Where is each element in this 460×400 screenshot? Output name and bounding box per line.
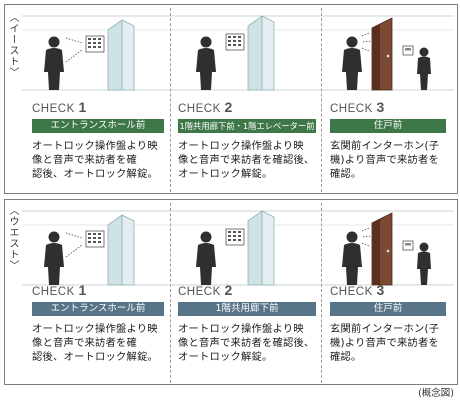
person-icon xyxy=(342,36,362,90)
divider xyxy=(321,203,322,383)
step-title-bar: 住戸前 xyxy=(330,119,446,133)
check-heading: CHECK 1 xyxy=(32,282,87,298)
step-title-bar: エントランスホール前 xyxy=(32,302,164,316)
control-panel-icon xyxy=(85,230,105,248)
divider xyxy=(170,8,171,192)
control-panel-icon xyxy=(85,35,105,53)
east-illustration xyxy=(22,15,454,91)
glass-door-icon xyxy=(107,19,135,91)
west-frame xyxy=(4,199,458,385)
check-heading: CHECK 3 xyxy=(330,282,385,298)
step-description: 玄関前インターホン(子 機)より音声で来訪者を 確認。 xyxy=(330,323,440,363)
glass-door-icon xyxy=(107,214,135,286)
check-word: CHECK xyxy=(32,103,75,115)
check-number: 2 xyxy=(224,99,233,115)
person-icon xyxy=(417,47,431,90)
step-title-bar: 1階共用廊下前 xyxy=(178,302,316,316)
step-title-bar: 1階共用廊下前・1階エレベーター前 xyxy=(178,119,316,133)
check-word: CHECK xyxy=(330,103,373,115)
intercom-icon xyxy=(402,45,414,56)
concept-note: (概念図) xyxy=(418,388,454,399)
step-description: オートロック操作盤より映 像と音声で来訪者を確 認後、オートロック解錠。 xyxy=(32,140,158,180)
check-heading: CHECK 1 xyxy=(32,99,87,115)
glass-door-icon xyxy=(247,210,275,286)
step-description: 玄関前インターホン(子 機)より音声で来訪者を 確認。 xyxy=(330,140,440,180)
west-label: 〈ウエスト〉 xyxy=(7,205,18,271)
west-illustration xyxy=(22,210,454,286)
east-label: 〈イースト〉 xyxy=(7,12,18,78)
check-number: 3 xyxy=(376,99,385,115)
check-number: 1 xyxy=(78,282,87,298)
intercom-icon xyxy=(402,240,414,251)
front-door-icon xyxy=(371,17,393,91)
check-word: CHECK xyxy=(178,103,221,115)
east-frame xyxy=(4,4,458,194)
check-heading: CHECK 3 xyxy=(330,99,385,115)
person-icon xyxy=(342,231,362,285)
step-title-bar: エントランスホール前 xyxy=(32,119,164,133)
check-number: 3 xyxy=(376,282,385,298)
glass-door-icon xyxy=(247,15,275,91)
divider xyxy=(321,8,322,192)
check-number: 1 xyxy=(78,99,87,115)
person-icon xyxy=(196,231,216,285)
person-icon xyxy=(417,242,431,285)
check-word: CHECK xyxy=(32,286,75,298)
check-heading: CHECK 2 xyxy=(178,99,233,115)
control-panel-icon xyxy=(225,228,245,246)
check-heading: CHECK 2 xyxy=(178,282,233,298)
step-description: オートロック操作盤より映 像と音声で来訪者を確認後、 オートロック解錠。 xyxy=(178,140,315,180)
check-word: CHECK xyxy=(178,286,221,298)
person-icon xyxy=(196,36,216,90)
control-panel-icon xyxy=(225,33,245,51)
front-door-icon xyxy=(371,212,393,286)
person-icon xyxy=(44,36,64,90)
step-description: オートロック操作盤より映 像と音声で来訪者を確 認後、オートロック解錠。 xyxy=(32,323,158,363)
divider xyxy=(170,203,171,383)
check-word: CHECK xyxy=(330,286,373,298)
check-number: 2 xyxy=(224,282,233,298)
step-title-bar: 住戸前 xyxy=(330,302,446,316)
step-description: オートロック操作盤より映 像と音声で来訪者を確認後、 オートロック解錠。 xyxy=(178,323,315,363)
person-icon xyxy=(44,231,64,285)
